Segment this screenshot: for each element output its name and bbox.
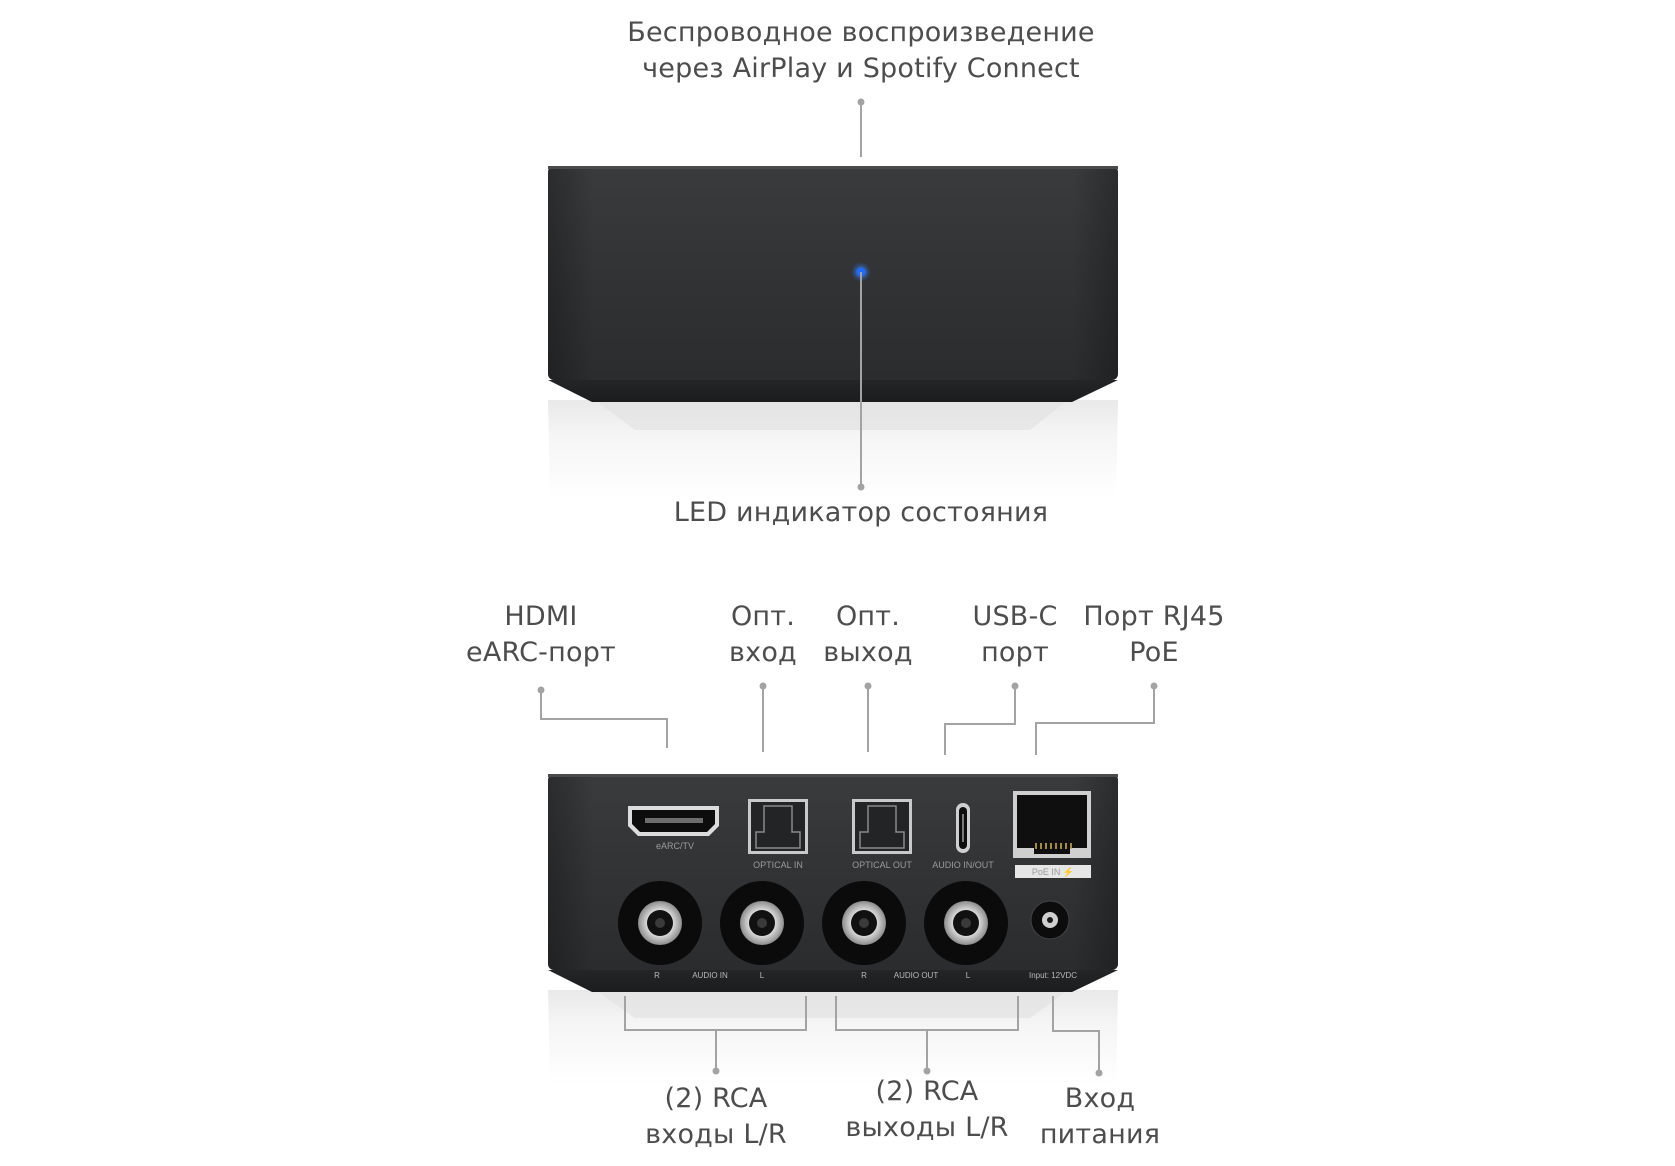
callout-line: LED индикатор состояния bbox=[673, 497, 1049, 528]
callout-led-indicator: LED индикатор состояния bbox=[581, 495, 1141, 531]
callout-wireless-playback: Беспроводное воспроизведение через AirPl… bbox=[546, 15, 1176, 87]
port-label-hdmi: eARC/TV bbox=[656, 841, 694, 851]
callout-line: выходы L/R bbox=[845, 1112, 1009, 1143]
callout-dot bbox=[857, 483, 865, 491]
callout-line: Опт. bbox=[835, 601, 900, 632]
usbc-port bbox=[956, 803, 970, 853]
port-label-audio-in: AUDIO IN bbox=[692, 971, 728, 980]
rca-jack-in-l bbox=[720, 881, 804, 965]
port-label-out-l: L bbox=[966, 971, 971, 980]
port-label-audio-out: AUDIO OUT bbox=[894, 971, 939, 980]
rca-jack-in-r bbox=[618, 881, 702, 965]
dc-power-jack bbox=[1030, 900, 1070, 940]
callout-line: Вход bbox=[1064, 1083, 1136, 1114]
optical-in-port bbox=[748, 799, 808, 854]
callout-line: USB-C bbox=[972, 601, 1058, 632]
callout-line: (2) RCA bbox=[875, 1076, 979, 1107]
callout-line: Беспроводное воспроизведение bbox=[627, 17, 1095, 48]
callout-dot bbox=[857, 98, 865, 106]
callout-rca-inputs: (2) RCA входы L/R bbox=[611, 1081, 821, 1153]
port-label-optical-out: OPTICAL OUT bbox=[852, 860, 912, 870]
hdmi-port bbox=[628, 806, 719, 836]
callout-line: входы L/R bbox=[645, 1119, 787, 1150]
callout-line: порт bbox=[981, 637, 1049, 668]
callout-line: вход bbox=[729, 637, 797, 668]
callout-usbc: USB-C порт bbox=[950, 599, 1080, 671]
callout-line: через AirPlay и Spotify Connect bbox=[642, 53, 1080, 84]
rca-jack-out-l bbox=[924, 881, 1008, 965]
port-label-power: Input: 12VDC bbox=[1029, 971, 1077, 980]
callout-optical-in: Опт. вход bbox=[703, 599, 823, 671]
callout-line: выход bbox=[823, 637, 913, 668]
callout-rj45: Порт RJ45 PoE bbox=[1079, 599, 1229, 671]
callout-line: eARC-порт bbox=[466, 637, 616, 668]
rear-callout-dots bbox=[537, 682, 1158, 1077]
rca-jack-out-r bbox=[822, 881, 906, 965]
port-label-out-r: R bbox=[861, 971, 867, 980]
optical-out-port bbox=[852, 799, 912, 854]
callout-rca-outputs: (2) RCA выходы L/R bbox=[822, 1074, 1032, 1146]
rear-callout-lines bbox=[540, 686, 1155, 1073]
rear-device: eARC/TV OPTICAL IN OPTICAL OUT AUDIO IN/… bbox=[548, 774, 1118, 1085]
callout-power-input: Вход питания bbox=[1030, 1081, 1170, 1153]
port-label-usbc: AUDIO IN/OUT bbox=[932, 860, 994, 870]
callout-line: питания bbox=[1039, 1119, 1161, 1150]
port-label-in-l: L bbox=[760, 971, 765, 980]
rj45-port bbox=[1013, 791, 1091, 878]
callout-line: PoE bbox=[1129, 637, 1179, 668]
port-label-in-r: R bbox=[654, 971, 660, 980]
callout-line: HDMI bbox=[504, 601, 578, 632]
callout-line: Порт RJ45 bbox=[1083, 601, 1225, 632]
callout-line: Опт. bbox=[730, 601, 795, 632]
callout-optical-out: Опт. выход bbox=[808, 599, 928, 671]
callout-hdmi: HDMI eARC-порт bbox=[436, 599, 646, 671]
front-device bbox=[548, 166, 1118, 500]
port-label-optical-in: OPTICAL IN bbox=[753, 860, 803, 870]
callout-line: (2) RCA bbox=[664, 1083, 768, 1114]
port-label-poe: PoE IN ⚡ bbox=[1032, 866, 1074, 878]
